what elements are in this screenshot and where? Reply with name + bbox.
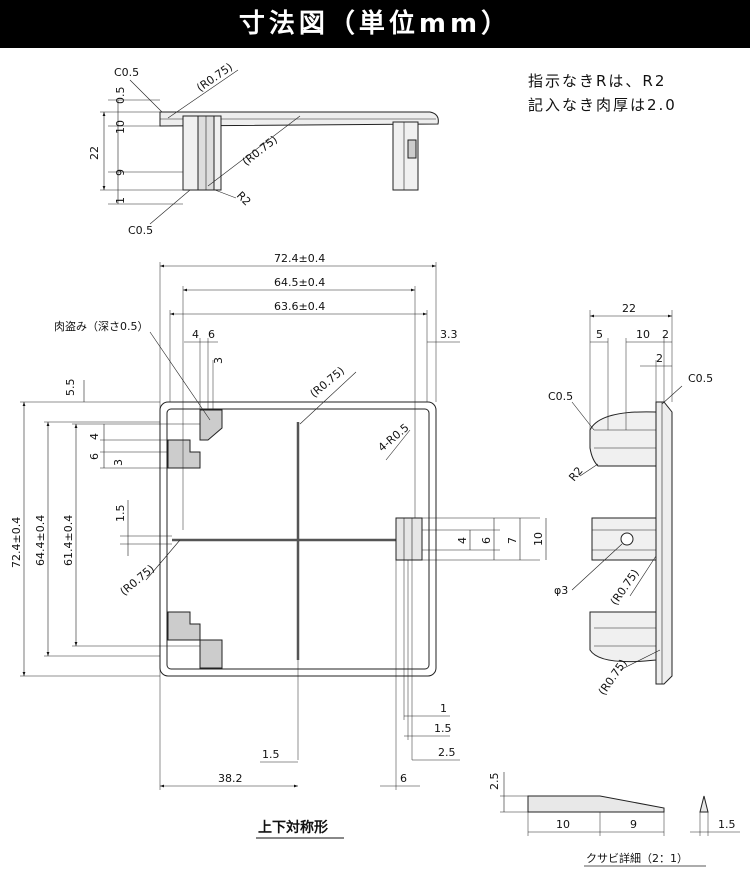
front-vdim-3: 3 <box>112 459 125 466</box>
front-view-labels: 72.4±0.4 64.5±0.4 63.6±0.4 4 6 3 3.3 1 1… <box>10 252 545 839</box>
detail-label: クサビ詳細（2：1） <box>586 851 688 865</box>
detail-dim-1-5: 1.5 <box>718 818 736 831</box>
top-dim-1: 1 <box>114 197 127 204</box>
top-dim-9: 9 <box>114 169 127 176</box>
front-dim-38-2: 38.2 <box>218 772 243 785</box>
top-callout-c05-upper: C0.5 <box>114 66 139 79</box>
front-vdim-1-5: 1.5 <box>114 505 127 523</box>
front-vdim-tab-4: 4 <box>456 537 469 544</box>
front-callout-4-r05: 4-R0.5 <box>376 421 412 454</box>
side-dim-2-lower: 2 <box>656 352 663 365</box>
front-vdim-tab-6: 6 <box>480 537 493 544</box>
front-dim-4: 4 <box>192 328 199 341</box>
front-vdim-72-4: 72.4±0.4 <box>10 517 23 568</box>
front-dim-3-3: 3.3 <box>440 328 458 341</box>
side-callout-r2: R2 <box>566 464 585 484</box>
front-dim-63-6: 63.6±0.4 <box>274 300 325 313</box>
front-vdim-tab-10: 10 <box>532 532 545 546</box>
side-callout-phi3: φ3 <box>554 584 568 597</box>
top-callout-r075-lower: (R0.75) <box>240 133 280 168</box>
front-vdim-4: 4 <box>88 433 101 440</box>
detail-dim-2-5: 2.5 <box>488 773 501 791</box>
side-callout-r075-bottom: (R0.75) <box>596 657 630 698</box>
note-default-thickness: 記入なき肉厚は2.0 <box>528 96 677 114</box>
front-vdim-5-5: 5.5 <box>64 379 77 397</box>
side-callout-c05-right: C0.5 <box>688 372 713 385</box>
front-callout-lightening: 肉盗み（深さ0.5） <box>54 320 149 333</box>
detail-dim-10: 10 <box>556 818 570 831</box>
side-callout-r075-mid: (R0.75) <box>608 567 642 608</box>
front-vdim-6: 6 <box>88 453 101 460</box>
side-view <box>571 310 683 685</box>
side-dim-10: 10 <box>636 328 650 341</box>
top-dim-22: 22 <box>88 146 101 160</box>
title-banner <box>0 0 750 48</box>
front-dim-72-4-w: 72.4±0.4 <box>274 252 325 265</box>
front-callout-r075-lower: (R0.75) <box>118 562 158 598</box>
front-vdim-64-4: 64.4±0.4 <box>34 515 47 566</box>
front-dim-6: 6 <box>208 328 215 341</box>
top-callout-c05-lower: C0.5 <box>128 224 153 237</box>
front-dim-2-5: 2.5 <box>438 746 456 759</box>
front-dim-1: 1 <box>440 702 447 715</box>
side-dim-22: 22 <box>622 302 636 315</box>
side-dim-5: 5 <box>596 328 603 341</box>
top-callout-r2: R2 <box>234 189 254 209</box>
page-title: 寸法図（単位mm） <box>238 9 512 39</box>
wedge-detail-labels: 2.5 10 9 1.5 クサビ詳細（2：1） <box>488 773 736 866</box>
wedge-detail <box>500 772 740 867</box>
front-dim-64-5: 64.5±0.4 <box>274 276 325 289</box>
front-view <box>20 262 547 790</box>
front-vdim-tab-7: 7 <box>506 537 519 544</box>
symmetry-note: 上下対称形 <box>258 819 328 836</box>
front-callout-r075-upper: (R0.75) <box>308 364 348 400</box>
detail-dim-9: 9 <box>630 818 637 831</box>
front-dim-1-5-bottom: 1.5 <box>262 748 280 761</box>
front-dim-1-5-right: 1.5 <box>434 722 452 735</box>
top-callout-r075-upper: (R0.75) <box>194 60 235 94</box>
dimension-drawing: 0.5 10 22 9 1 C0.5 (R0.75) (R0.75) R2 C0… <box>10 60 740 867</box>
front-dim-6-bottom: 6 <box>400 772 407 785</box>
side-callout-c05-left: C0.5 <box>548 390 573 403</box>
top-dim-10: 10 <box>114 120 127 134</box>
front-vdim-61-4: 61.4±0.4 <box>62 515 75 566</box>
top-dim-0-5: 0.5 <box>114 87 127 105</box>
front-dim-3-top: 3 <box>212 357 225 364</box>
side-dim-2-upper: 2 <box>662 328 669 341</box>
note-default-radius: 指示なきRは、R2 <box>528 72 667 90</box>
top-view <box>100 69 439 225</box>
